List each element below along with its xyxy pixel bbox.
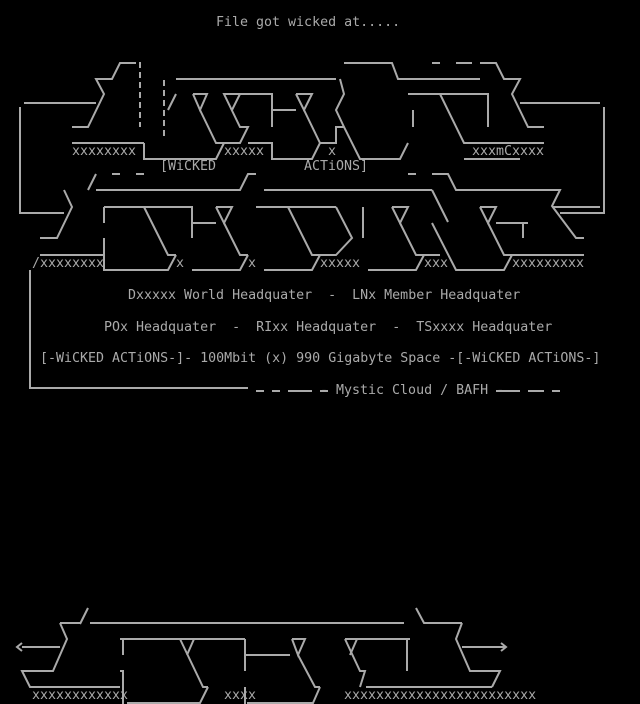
logo-top-fill: x (328, 144, 337, 159)
logo-top-fill: xxxmCxxxx (472, 144, 545, 159)
logo-tag-left: [WiCKED (160, 159, 217, 174)
info-line-3: [-WiCKED ACTiONS-]- 100Mbit (x) 990 Giga… (40, 351, 601, 366)
logo-bottom-art (15, 607, 508, 704)
logo-tag-right: ACTiONS] (304, 159, 369, 174)
logo-mid-art (29, 173, 600, 389)
logo-top-fill: xxxxx (224, 144, 265, 159)
logo-mid-fill: x (248, 256, 257, 271)
logo-mid-fill: xxx (424, 256, 449, 271)
info-line-1: Dxxxxx World Headquater - LNx Member Hea… (128, 288, 521, 303)
logo-bottom-fill: xxxxxxxxxxxxxxxxxxxxxxxx (344, 688, 537, 703)
logo-top-art (19, 62, 605, 214)
logo-mid-fill: xxxxxxxxx (512, 256, 585, 271)
logo-top-fill: xxxxxxxx (72, 144, 137, 159)
logo-mid-fill: xxxxx (320, 256, 361, 271)
header-title: File got wicked at..... (216, 15, 401, 30)
credit-line: - Mystic Cloud / BAFH - (320, 383, 505, 398)
logo-mid-fill: /xxxxxxxx (32, 256, 105, 271)
logo-mid-fill: x (176, 256, 185, 271)
logo-bottom-fill: xxxxxxxxxxxx (32, 688, 129, 703)
logo-bottom-fill: xxxx (224, 688, 257, 703)
info-line-2: POx Headquater - RIxx Headquater - TSxxx… (104, 320, 553, 335)
